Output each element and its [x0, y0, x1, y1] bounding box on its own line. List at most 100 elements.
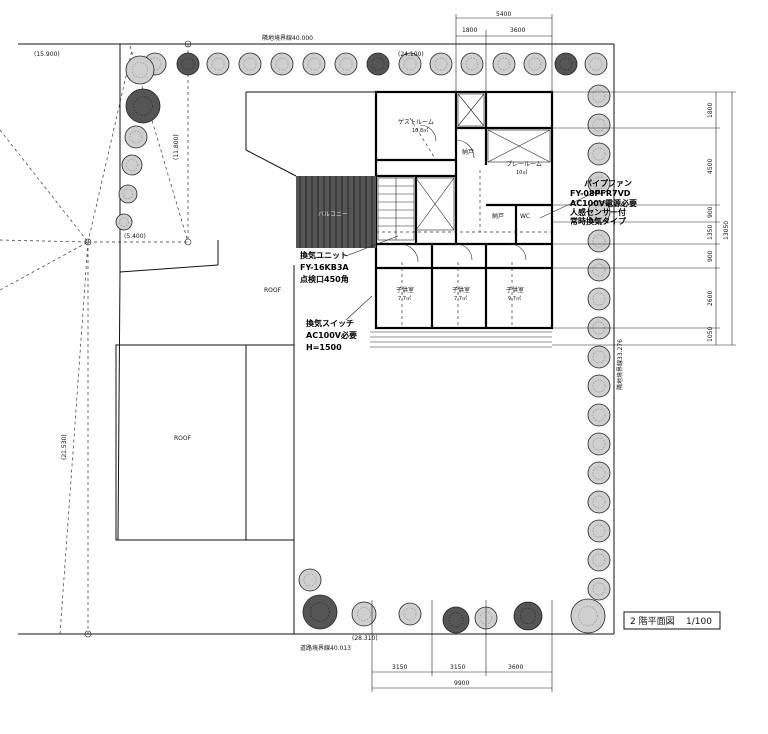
tree-texture-icon	[448, 612, 464, 628]
tree-icon	[587, 519, 611, 543]
tree-texture-icon	[592, 176, 606, 190]
labels: 隣地境界線40.000 道路境界線40.013 隣地境界線33.276 (15.…	[34, 11, 730, 687]
tree-icon	[587, 84, 611, 108]
pipe-fan-line-5: 常時換気タイプ	[570, 216, 627, 226]
tree-icon	[302, 52, 326, 76]
room-child-2: 子供室	[452, 286, 470, 294]
tree-texture-icon	[403, 57, 417, 71]
room-balcony: バルコニー	[318, 211, 348, 218]
tree-icon	[587, 171, 611, 195]
tree-texture-icon	[303, 573, 317, 587]
tree-icon	[398, 602, 422, 626]
tree-texture-icon	[307, 57, 321, 71]
tree-icon	[587, 258, 611, 282]
room-play: プレールーム	[506, 161, 542, 168]
tree-icon	[584, 52, 608, 76]
trees	[115, 52, 611, 634]
tree-icon	[270, 52, 294, 76]
tree-texture-icon	[592, 408, 606, 422]
tree-texture-icon	[339, 57, 353, 71]
tree-texture-icon	[592, 205, 606, 219]
room-storage-2: 納戸	[492, 212, 504, 220]
pipe-fan-line-2: FY-08PFR7VD	[570, 189, 631, 198]
tree-texture-icon	[243, 57, 257, 71]
title-scale: 1/100	[686, 617, 712, 627]
dim-right-3: 900	[707, 206, 714, 218]
tree-texture-icon	[119, 217, 129, 227]
level-west-diag: (21.530)	[61, 434, 68, 460]
tree-icon	[587, 490, 611, 514]
tree-texture-icon	[592, 147, 606, 161]
tree-texture-icon	[592, 495, 606, 509]
tree-icon	[124, 125, 148, 149]
tree-texture-icon	[589, 57, 603, 71]
dim-bottom-total: 9900	[454, 680, 469, 687]
tree-texture-icon	[592, 524, 606, 538]
tree-texture-icon	[592, 582, 606, 596]
dim-right-5: 900	[707, 250, 714, 262]
room-guest: ゲストルーム	[398, 118, 434, 126]
dim-right-4: 1350	[707, 225, 714, 240]
tree-texture-icon	[592, 350, 606, 364]
roof-areas	[115, 91, 376, 541]
tree-texture-icon	[465, 57, 479, 71]
tree-icon	[115, 213, 133, 231]
tree-texture-icon	[559, 57, 573, 71]
tree-icon	[302, 594, 338, 630]
tree-icon	[366, 52, 390, 76]
level-nw: (15.900)	[34, 51, 60, 58]
vent-switch-line-1: 換気スイッチ	[306, 318, 354, 328]
tree-icon	[570, 598, 606, 634]
tree-icon	[587, 142, 611, 166]
dim-bottom-2: 3150	[450, 664, 465, 671]
dim-bottom-3: 3600	[508, 664, 523, 671]
tree-icon	[587, 548, 611, 572]
balcony	[296, 176, 376, 248]
vent-switch-line-2: AC100V必要	[306, 330, 357, 340]
vent-unit-note: 換気ユニット FY-16KB3A 点検口450角	[300, 235, 399, 284]
building	[370, 90, 554, 348]
site-boundary	[18, 43, 615, 635]
tree-texture-icon	[275, 57, 289, 71]
tree-texture-icon	[133, 96, 153, 116]
tree-icon	[587, 461, 611, 485]
dimension-lines	[371, 14, 736, 692]
pipe-fan-line-1: パイプファン	[584, 178, 632, 188]
tree-icon	[587, 577, 611, 601]
tree-icon	[351, 601, 377, 627]
tree-texture-icon	[592, 89, 606, 103]
tree-icon	[398, 52, 422, 76]
tree-texture-icon	[528, 57, 542, 71]
tree-icon	[121, 154, 143, 176]
tree-texture-icon	[592, 234, 606, 248]
pipe-fan-line-3: AC100V電源必要	[570, 198, 637, 208]
tree-icon	[460, 52, 484, 76]
tree-texture-icon	[126, 159, 138, 171]
tree-icon	[587, 345, 611, 369]
vent-unit-line-2: FY-16KB3A	[300, 263, 349, 272]
roof-label-1: ROOF	[264, 287, 282, 294]
tree-icon	[206, 52, 230, 76]
tree-texture-icon	[592, 263, 606, 277]
room-play-area: 10㎡	[516, 169, 527, 176]
tree-icon	[587, 113, 611, 137]
tree-icon	[442, 606, 470, 634]
room-child-1-area: 7.7㎡	[398, 295, 411, 302]
dim-right-total: 13050	[723, 221, 730, 240]
dim-right-2: 4500	[707, 159, 714, 174]
roof-label-2: ROOF	[174, 435, 192, 442]
room-wc: WC	[520, 213, 530, 220]
tree-texture-icon	[371, 57, 385, 71]
dim-right-6: 2600	[707, 291, 714, 306]
tree-icon	[334, 52, 358, 76]
tree-icon	[523, 52, 547, 76]
pipe-fan-line-4: 人感センサー付	[570, 207, 626, 217]
tree-icon	[587, 229, 611, 253]
dim-top-1: 1800	[462, 27, 477, 34]
tree-texture-icon	[122, 188, 134, 200]
tree-icon	[118, 184, 138, 204]
tree-icon	[176, 52, 200, 76]
tree-texture-icon	[578, 606, 598, 626]
tree-texture-icon	[592, 466, 606, 480]
